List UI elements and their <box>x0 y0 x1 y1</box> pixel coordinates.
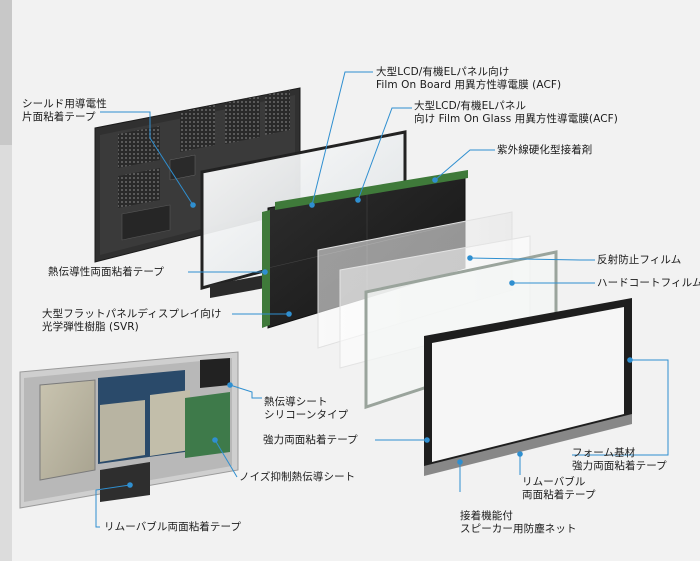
label-removable-tape: リムーバブル両面粘着テープ <box>104 521 242 533</box>
internal-assembly <box>19 351 239 509</box>
label-thermal-tape: 熱伝導性両面粘着テープ <box>48 266 164 278</box>
label-hardcoat: ハードコートフィルム <box>597 277 700 289</box>
leader-lines <box>95 71 669 528</box>
label-acf-board: 大型LCD/有機ELパネル向け Film On Board 用異方性導電膜 (A… <box>376 66 562 91</box>
label-uv-adhesive: 紫外線硬化型接着剤 <box>497 144 593 156</box>
label-acf-glass: 大型LCD/有機ELパネル 向け Film On Glass 用異方性導電膜(A… <box>414 100 618 125</box>
label-antireflect: 反射防止フィルム <box>597 254 682 266</box>
label-speaker-net: 接着機能付 スピーカー用防塵ネット <box>460 510 577 535</box>
label-foam-tape: フォーム基材 強力両面粘着テープ <box>572 447 667 472</box>
label-strong-tape: 強力両面粘着テープ <box>263 434 358 446</box>
label-svr: 大型フラットパネルディスプレイ向け 光学弾性樹脂 (SVR) <box>42 308 222 333</box>
label-removable-double: リムーバブル 両面粘着テープ <box>522 476 596 501</box>
label-noise-sheet: ノイズ抑制熱伝導シート <box>239 471 356 483</box>
leader-dots <box>127 177 633 488</box>
label-shield-tape: シールド用導電性 片面粘着テープ <box>22 98 107 123</box>
left-edge-bar-cap <box>0 0 12 145</box>
front-bezel <box>424 298 632 476</box>
panel-frame-bar <box>210 275 265 298</box>
label-thermal-sheet: 熱伝導シート シリコーンタイプ <box>264 396 349 421</box>
